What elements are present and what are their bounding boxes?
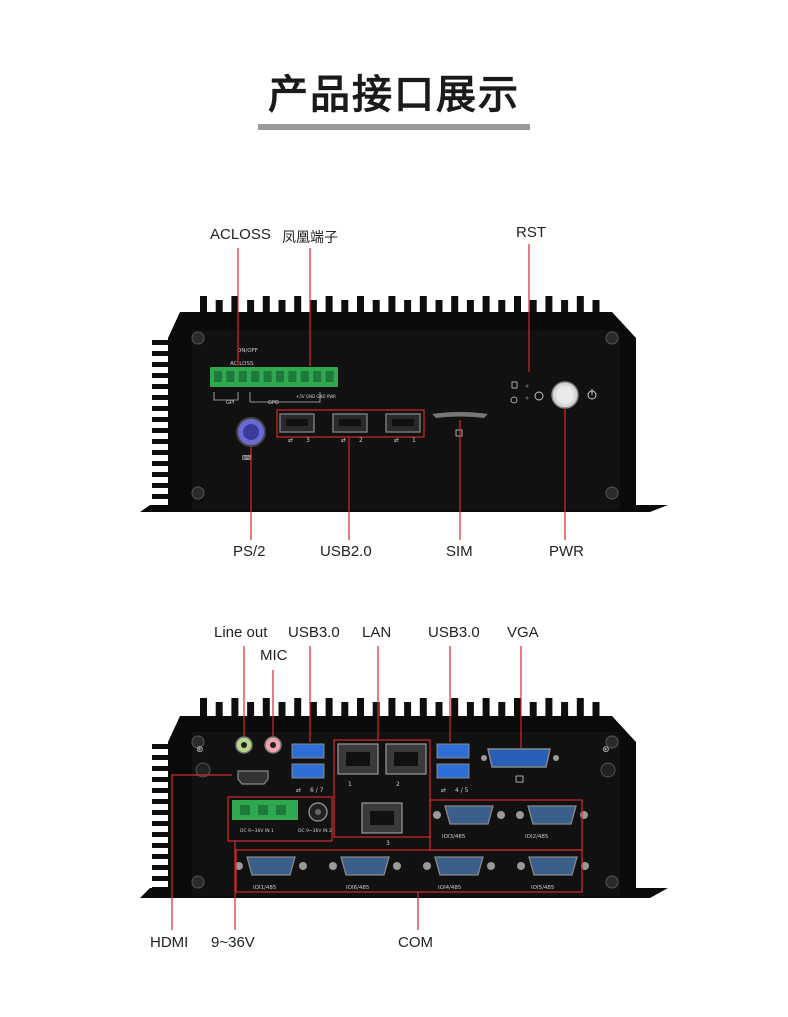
usb20-ports: ⇄ 3 ⇄ 2 ⇄ 1 [279,413,421,444]
callout-usb20: USB2.0 [320,543,372,560]
callout-acloss: ACLOSS [210,226,271,243]
svg-text:2: 2 [359,437,363,444]
callout-vga: VGA [507,624,539,641]
lan-ports [337,743,427,834]
svg-text:6 / 7: 6 / 7 [310,787,324,794]
callout-phoenix-terminal: 凤凰端子 [282,230,338,246]
svg-text:⇄: ⇄ [296,787,301,794]
callout-rst: RST [516,224,546,241]
usb30-right-ports: ⇄ 4 / 5 [436,743,470,794]
svg-text:⇄: ⇄ [394,437,399,444]
dc-power-terminal [232,800,328,822]
title-underline [258,124,530,130]
svg-text:IOI2/485: IOI2/485 [525,834,549,840]
audio-jacks [235,736,282,754]
svg-text:1: 1 [412,437,416,444]
rear-leader-lines [171,646,583,930]
callout-line-out: Line out [214,624,268,641]
wifi-icon-left: ⊛ [196,745,204,755]
svg-text:3: 3 [306,437,310,444]
svg-text:⇄: ⇄ [341,437,346,444]
power-button [551,381,597,409]
com-ports [235,805,589,876]
svg-text:⌨: ⌨ [242,454,252,462]
callout-ps2: PS/2 [233,543,266,560]
svg-text:⇄: ⇄ [441,787,446,794]
status-leds [510,381,544,404]
front-leader-lines [237,244,566,540]
callout-usb30-left: USB3.0 [288,624,340,641]
svg-text:IOI6/485: IOI6/485 [346,885,370,891]
callout-pwr: PWR [549,543,584,560]
svg-text:2: 2 [396,781,400,788]
svg-text:IOI1/485: IOI1/485 [253,885,277,891]
svg-text:IOI5/485: IOI5/485 [531,885,555,891]
phoenix-terminal-block [210,367,338,387]
wifi-icon-right: ⊛ [602,745,610,755]
callout-power-input: 9~36V [211,934,255,951]
callout-usb30-right: USB3.0 [428,624,480,641]
callout-sim: SIM [446,543,473,560]
callout-com: COM [398,934,433,951]
hdmi-port [237,770,269,785]
ps2-port: ⌨ [236,417,266,462]
callout-lan: LAN [362,624,392,641]
svg-text:IOI3/485: IOI3/485 [442,834,466,840]
front-panel-illustration: ON/OFF AC LOSS GPI GPO +5V GND GND PWR ⌨… [140,244,668,540]
vga-port [481,748,559,783]
svg-text:⇄: ⇄ [288,437,293,444]
svg-text:DC 9~36V IN 2: DC 9~36V IN 2 [298,828,332,834]
svg-text:DC 9~36V IN 1: DC 9~36V IN 1 [240,828,274,834]
front-panel-figure: ON/OFF AC LOSS GPI GPO +5V GND GND PWR ⌨… [140,224,668,560]
callout-hdmi: HDMI [150,934,189,951]
sim-slot [432,412,488,437]
callout-mic: MIC [260,647,288,664]
silk-gpo: GPO [268,400,279,406]
usb30-left-ports: ⇄ 6 / 7 [291,743,325,794]
silk-gpi: GPI [226,400,234,406]
svg-text:1: 1 [348,781,352,788]
svg-text:4 / 5: 4 / 5 [455,787,469,794]
svg-text:3: 3 [386,840,390,847]
silk-onoff: ON/OFF [237,348,258,354]
silk-acloss: AC LOSS [230,361,254,367]
svg-text:IOI4/485: IOI4/485 [438,885,462,891]
silk-term-pins: +5V GND GND PWR [296,394,336,399]
page-title: 产品接口展示 [268,72,520,118]
